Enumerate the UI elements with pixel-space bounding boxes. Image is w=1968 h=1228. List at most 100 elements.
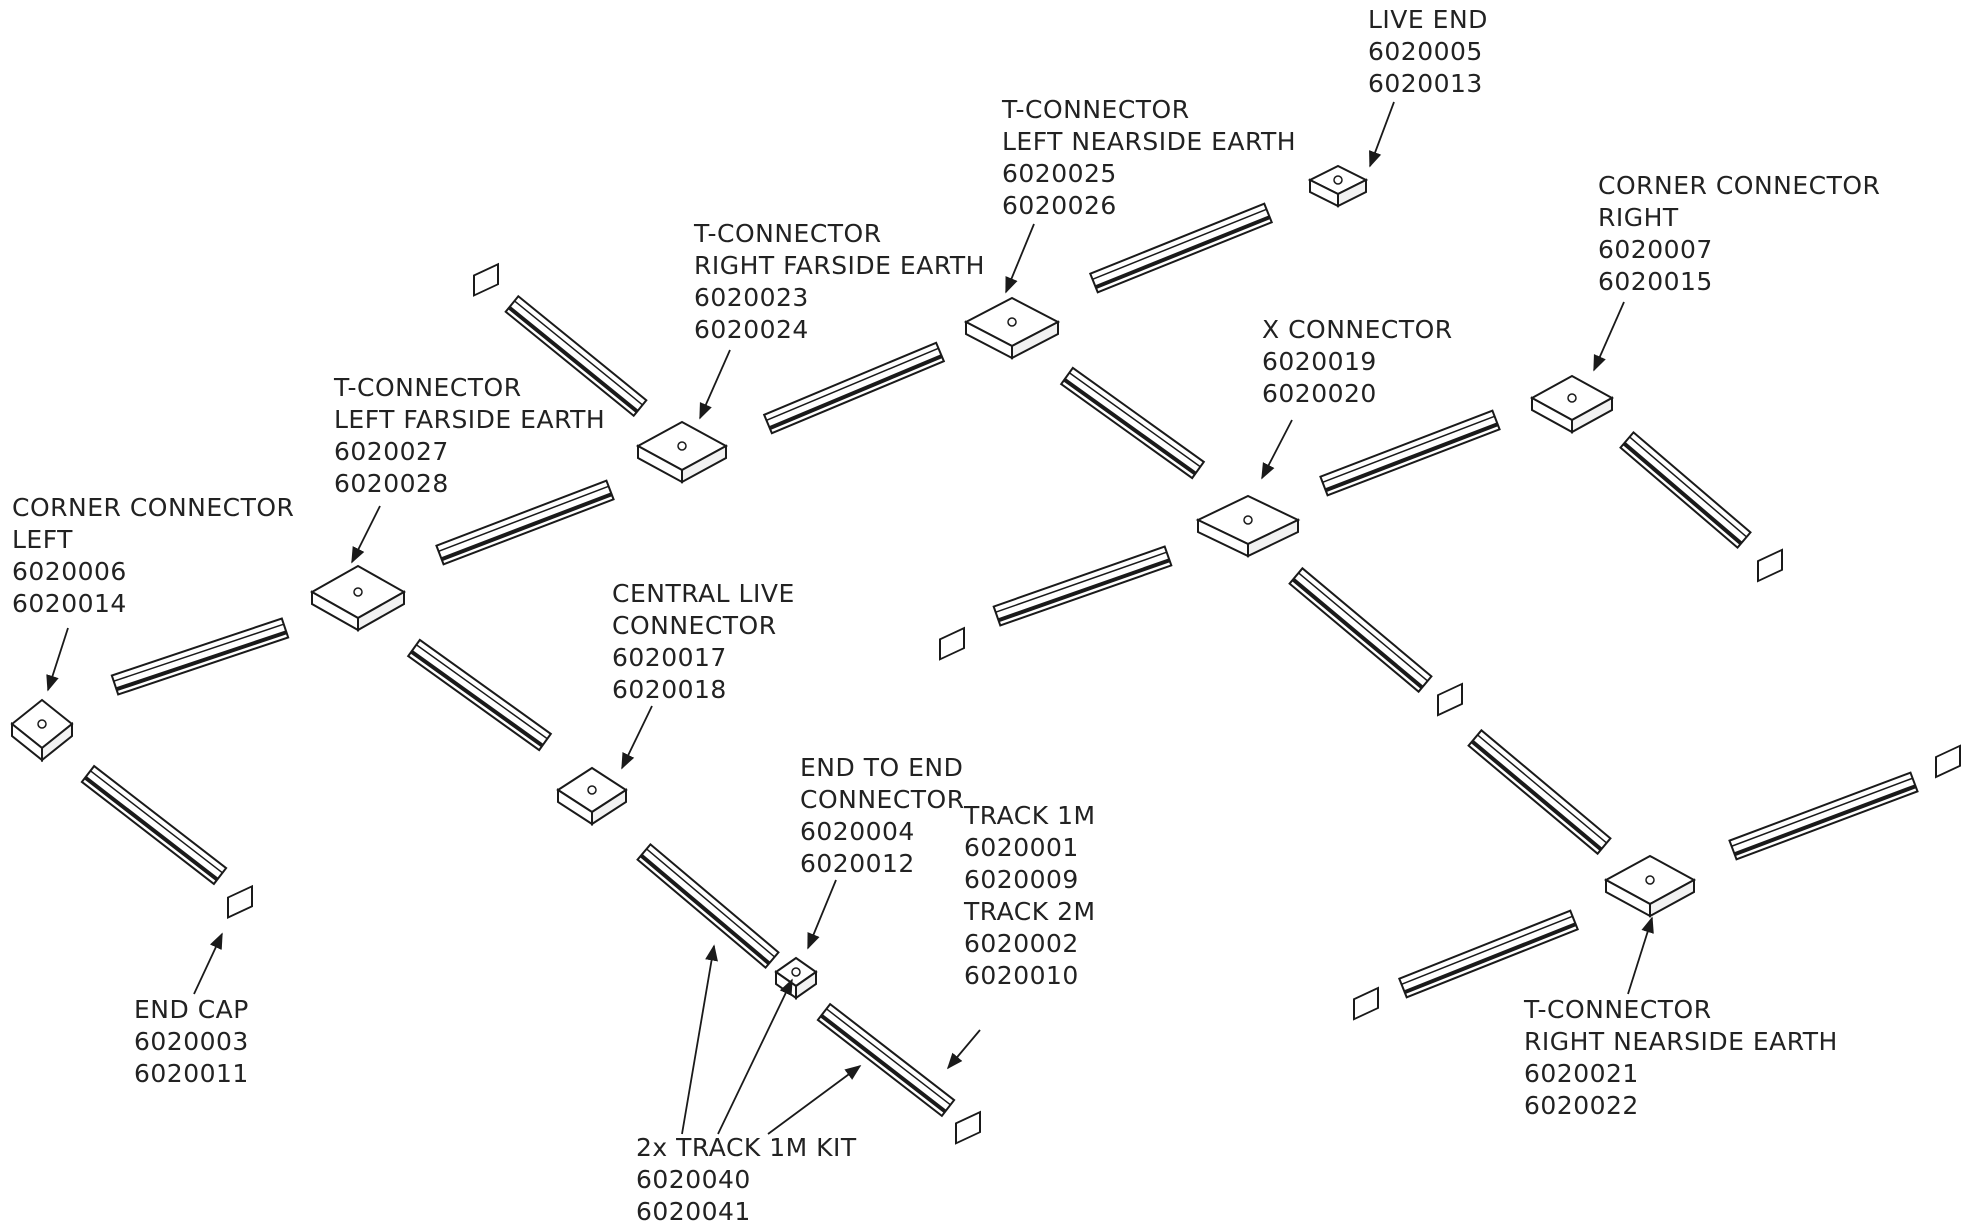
track-rail: [1322, 415, 1495, 483]
leader-arrow: [193, 932, 223, 995]
end-cap-body: [227, 884, 253, 919]
label-t-connector-left-farside-earth: T-CONNECTOR LEFT FARSIDE EARTH 6020027 6…: [334, 373, 606, 498]
track-groove: [410, 650, 544, 748]
track-piece: [1319, 409, 1501, 497]
connector-side-shade: [41, 721, 73, 763]
leader-arrow: [351, 505, 381, 564]
end-cap-body: [473, 262, 499, 297]
track-rail: [995, 551, 1167, 613]
end-cap-piece: [955, 1110, 981, 1145]
connector-screw: [587, 785, 597, 795]
track-body: [504, 294, 648, 418]
label-track: TRACK 1M 6020001 6020009 TRACK 2M 602000…: [964, 801, 1096, 990]
track-piece: [1059, 366, 1206, 480]
leader-arrow: [46, 627, 69, 692]
leader-arrow: [807, 879, 837, 950]
track-pieces: [80, 202, 1919, 1118]
end-cap-body: [1353, 986, 1379, 1021]
connector-piece: [774, 956, 818, 1000]
connector-side-shade: [1649, 878, 1695, 918]
track-piece: [1088, 202, 1274, 294]
connector-side-shade: [795, 970, 817, 1000]
track-rail: [1731, 777, 1913, 847]
track-rail: [438, 485, 609, 552]
connector-screw: [353, 587, 363, 597]
track-piece: [1619, 430, 1752, 550]
track-piece: [762, 341, 946, 435]
track-rail: [1629, 436, 1748, 538]
label-end-cap: END CAP 6020003 6020011: [134, 995, 249, 1088]
connector-side-shade: [1247, 518, 1299, 558]
track-groove: [768, 354, 943, 430]
label-end-to-end-connector: END TO END CONNECTOR 6020004 6020012: [800, 753, 965, 878]
track-rail: [646, 848, 776, 958]
connector-piece: [1195, 494, 1301, 558]
connector-piece: [635, 420, 729, 484]
end-cap-piece: [1437, 682, 1463, 717]
connector-side-shade: [1011, 320, 1059, 360]
connector-pieces: [10, 164, 1697, 1000]
label-t-connector-right-nearside-earth: T-CONNECTOR RIGHT NEARSIDE EARTH 6020021…: [1524, 995, 1838, 1120]
track-groove: [115, 630, 288, 692]
track-groove: [440, 492, 613, 562]
track-body: [406, 638, 553, 752]
track-piece: [992, 545, 1173, 627]
track-groove: [1733, 784, 1917, 857]
end-cap-piece: [1935, 744, 1961, 779]
connector-piece: [556, 766, 628, 826]
connector-side-shade: [681, 444, 727, 484]
label-corner-connector-right: CORNER CONNECTOR RIGHT 6020007 6020015: [1598, 171, 1881, 296]
end-cap-piece: [1757, 548, 1783, 583]
track-groove: [1063, 378, 1197, 476]
track-rail: [415, 644, 548, 740]
leader-arrow: [717, 978, 793, 1135]
track-groove: [1324, 422, 1499, 493]
connector-piece: [1603, 854, 1697, 918]
track-rail: [113, 623, 284, 682]
end-cap-pieces: [227, 262, 1961, 1145]
leader-arrow: [621, 705, 653, 770]
end-cap-piece: [227, 884, 253, 919]
track-piece: [504, 294, 648, 418]
connector-screw: [1243, 515, 1253, 525]
connector-screw: [677, 441, 687, 451]
track-piece: [636, 842, 780, 970]
end-cap-body: [1757, 548, 1783, 583]
connector-side-shade: [591, 788, 627, 826]
leader-arrow: [1369, 101, 1395, 168]
label-central-live-connector: CENTRAL LIVE CONNECTOR 6020017 6020018: [612, 579, 795, 704]
end-cap-piece: [939, 626, 965, 661]
track-body: [816, 1002, 956, 1118]
track-groove: [1403, 922, 1577, 995]
track-groove: [1094, 215, 1271, 290]
connector-screw: [1645, 875, 1655, 885]
connector-piece: [963, 296, 1061, 360]
end-cap-body: [1437, 682, 1463, 717]
track-rail: [1477, 734, 1608, 844]
leader-arrow: [699, 349, 731, 420]
end-cap-body: [939, 626, 965, 661]
leader-arrows: [46, 101, 1654, 1135]
connector-piece: [309, 564, 407, 632]
track-groove: [997, 558, 1171, 623]
leader-arrow: [1627, 916, 1654, 995]
label-track-kit: 2x TRACK 1M KIT 6020040 6020041: [636, 1133, 857, 1226]
label-x-connector: X CONNECTOR 6020019 6020020: [1262, 315, 1453, 408]
track-piece: [1467, 728, 1612, 856]
leader-arrow: [1261, 419, 1293, 480]
track-piece: [1288, 566, 1433, 694]
track-rail: [825, 1008, 951, 1106]
track-piece: [1728, 771, 1919, 861]
track-piece: [110, 617, 290, 696]
leader-arrow: [767, 1065, 862, 1135]
track-rail: [514, 300, 643, 406]
end-cap-body: [955, 1110, 981, 1145]
track-rail: [89, 770, 223, 874]
track-groove: [1291, 577, 1424, 689]
label-corner-connector-left: CORNER CONNECTOR LEFT 6020006 6020014: [12, 493, 295, 618]
leader-arrow: [681, 944, 718, 1135]
track-rail: [1298, 572, 1429, 682]
track-body: [1288, 566, 1433, 694]
